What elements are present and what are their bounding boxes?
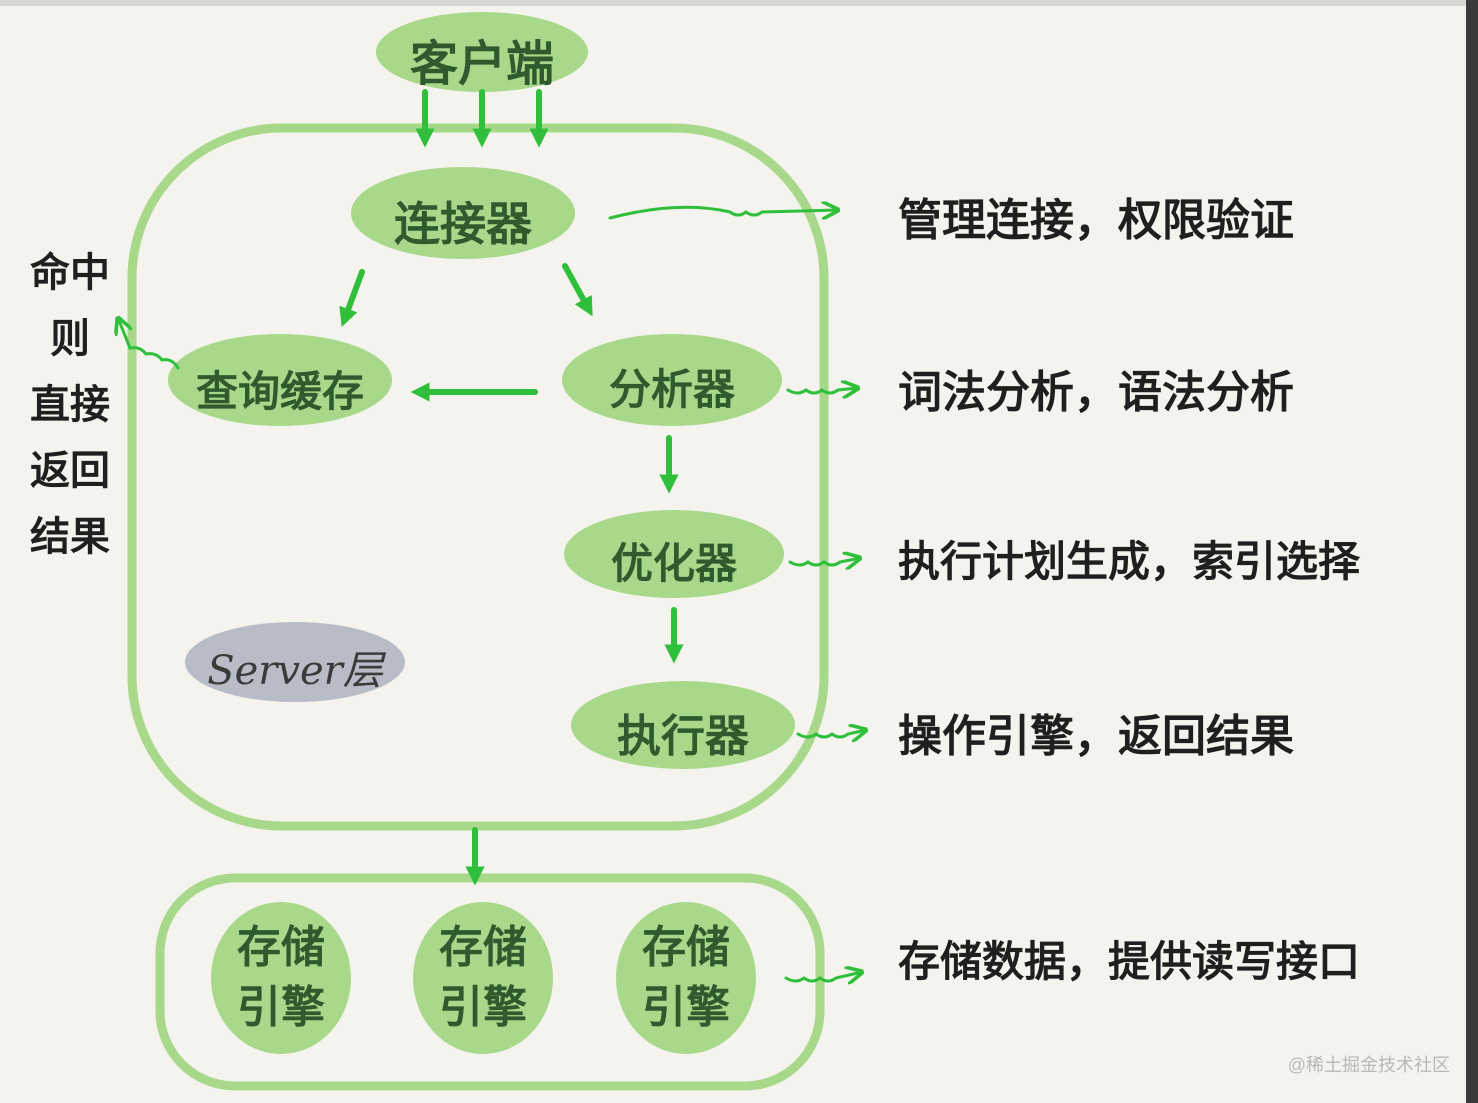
top-strip	[0, 0, 1478, 6]
server-layer-label: Server层	[207, 648, 383, 694]
server-badge	[185, 622, 405, 702]
server-layer-box	[127, 123, 829, 831]
annotation-executor: 操作引擎，返回结果	[898, 711, 1294, 762]
storage-engine-label-1: 存储 引擎	[237, 922, 325, 1033]
right-border	[1466, 0, 1478, 1103]
optimizer-label: 优化器	[610, 539, 737, 588]
watermark: @稀土掘金技术社区	[1287, 1055, 1450, 1075]
storage-engine-node-1	[211, 902, 351, 1054]
optimizer-node	[564, 510, 784, 598]
squiggle-optimizer	[788, 558, 860, 565]
squiggle-analyzer	[786, 388, 858, 393]
query-cache-node	[168, 334, 392, 426]
annotation-storage: 存储数据，提供读写接口	[898, 937, 1361, 986]
storage-layer-box	[155, 873, 825, 1091]
connector-label: 连接器	[394, 197, 532, 251]
annotation-optimizer: 执行计划生成，索引选择	[898, 537, 1361, 586]
connector-node	[351, 167, 575, 259]
annotation-analyzer: 词法分析，语法分析	[898, 367, 1294, 418]
arrow-connector-analyzer	[562, 263, 593, 317]
client-label: 客户端	[409, 36, 554, 92]
storage-engine-node-3	[616, 902, 756, 1054]
squiggle-connector	[608, 207, 838, 220]
client-node	[376, 12, 588, 92]
annotation-connector: 管理连接，权限验证	[898, 195, 1294, 246]
executor-node	[571, 681, 795, 769]
squiggle-executor	[796, 730, 866, 737]
executor-label: 执行器	[617, 711, 749, 762]
analyzer-label: 分析器	[608, 365, 735, 414]
cache-hit-note: 命中 则 直接 返回 结果	[30, 250, 110, 560]
storage-engine-label-3: 存储 引擎	[642, 922, 730, 1033]
query-cache-label: 查询缓存	[195, 367, 364, 416]
squiggle-cache-hit	[118, 318, 180, 370]
storage-engine-node-2	[413, 902, 553, 1054]
squiggle-storage	[784, 972, 862, 981]
storage-engine-label-2: 存储 引擎	[439, 922, 527, 1033]
analyzer-node	[562, 334, 782, 426]
arrow-connector-cache	[339, 269, 365, 328]
